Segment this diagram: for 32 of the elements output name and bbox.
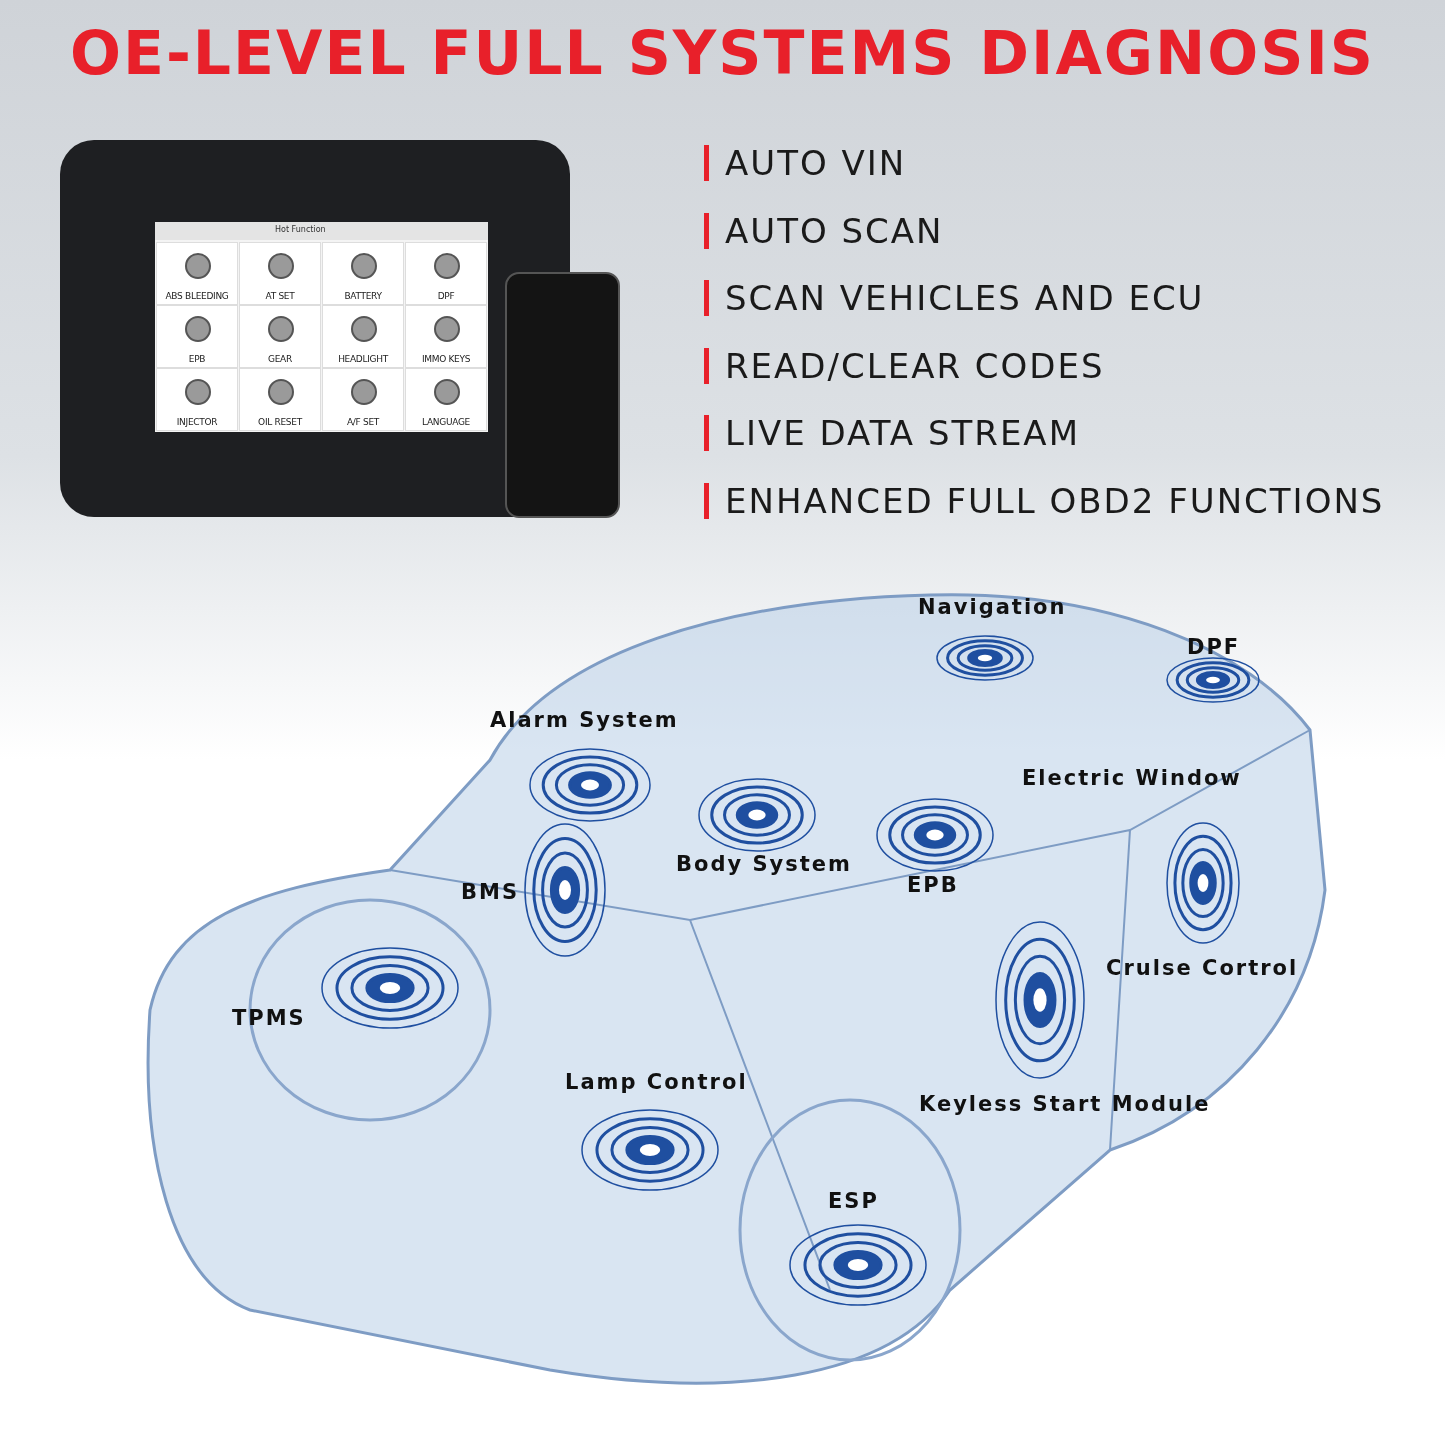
tile-label: LANGUAGE <box>421 417 471 427</box>
screen-header-text: Hot Function <box>275 225 326 234</box>
title: OE-LEVEL FULL SYSTEMS DIAGNOSIS <box>68 18 1377 88</box>
tile-label: DPF <box>436 291 456 301</box>
system-label: Electric Window <box>1022 766 1242 790</box>
system-label: Navigation <box>918 595 1067 619</box>
system-label: Crulse Cortrol <box>1106 956 1299 980</box>
feature-text: AUTO VIN <box>725 143 907 183</box>
tile-label: GEAR <box>267 354 293 364</box>
feature-text: AUTO SCAN <box>725 210 944 251</box>
tile-label: IMMO KEYS <box>420 354 472 364</box>
feature-text: LIVE DATA STREAM <box>725 413 1080 454</box>
system-label: Lamp Control <box>565 1070 748 1094</box>
system-label: Alarm System <box>490 708 679 732</box>
tile-label: AT SET <box>264 291 296 301</box>
tile-label: ABS BLEEDING <box>164 291 230 301</box>
system-label: DPF <box>1187 635 1241 659</box>
tile-label: OIL RESET <box>257 417 304 427</box>
feature-text: READ/CLEAR CODES <box>725 345 1105 386</box>
tile-label: INJECTOR <box>175 417 219 427</box>
system-label: Keyless Start Module <box>919 1092 1211 1116</box>
tile-label: BATTERY <box>343 291 383 301</box>
system-label: ESP <box>828 1189 879 1213</box>
feature-text: ENHANCED FULL OBD2 FUNCTIONS <box>725 481 1385 521</box>
tile-label: EPB <box>187 354 207 364</box>
tile-label: HEADLIGHT <box>337 354 390 364</box>
system-label: BMS <box>461 880 520 904</box>
feature-text: SCAN VEHICLES AND ECU <box>725 278 1205 319</box>
system-label: Body System <box>676 852 852 876</box>
system-label: EPB <box>907 873 959 897</box>
system-label: TPMS <box>232 1006 306 1030</box>
tile-label: A/F SET <box>346 417 381 427</box>
